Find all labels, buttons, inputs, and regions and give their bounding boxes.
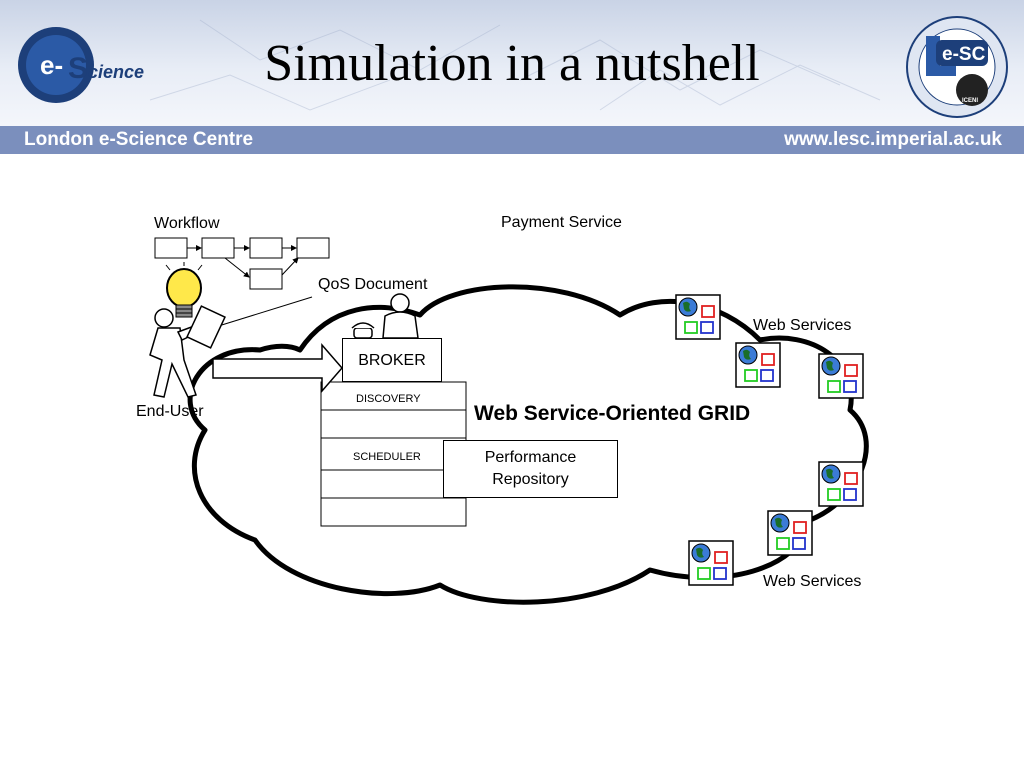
workflow-step (201, 237, 235, 259)
globe-land (826, 360, 834, 371)
performance-repository-box: Performance Repository (443, 440, 618, 498)
red-square (701, 305, 715, 318)
green-square (827, 488, 841, 501)
red-square (844, 364, 858, 377)
red-square (761, 353, 775, 366)
workflow-diagram (154, 237, 330, 290)
workflow-label: Workflow (154, 215, 220, 232)
web-service-icon[interactable] (688, 540, 734, 586)
broker-person-figure (382, 293, 419, 339)
web-service-graphic (675, 294, 721, 340)
globe-land (683, 301, 691, 312)
green-square (827, 380, 841, 393)
request-arrow (212, 342, 343, 394)
org-name: London e-Science Centre (24, 129, 254, 150)
blue-square (760, 369, 774, 382)
svg-text:S: S (68, 52, 88, 85)
green-square (776, 537, 790, 550)
web-service-icon[interactable] (818, 461, 864, 507)
globe-land (775, 517, 783, 528)
website-url[interactable]: www.lesc.imperial.ac.uk (784, 129, 1002, 150)
e-science-logo: e- S cience (18, 22, 146, 108)
red-square (714, 551, 728, 564)
globe-land (696, 547, 704, 558)
red-square (844, 472, 858, 485)
end-user-label: End-User (136, 403, 204, 420)
telephone-icon (351, 322, 375, 339)
web-service-graphic (688, 540, 734, 586)
header-band: London e-Science Centre www.lesc.imperia… (0, 126, 1024, 154)
workflow-step (249, 237, 283, 259)
web-service-icon[interactable] (818, 353, 864, 399)
slide-header: e- S cience Simulation in a nutshell e-S… (0, 0, 1024, 126)
web-service-icon[interactable] (767, 510, 813, 556)
svg-text:ICENI: ICENI (962, 98, 978, 104)
svg-text:e-: e- (40, 50, 63, 80)
broker-box: BROKER (342, 338, 442, 382)
green-square (684, 321, 698, 334)
web-service-graphic (818, 461, 864, 507)
grid-label: Web Service-Oriented GRID (474, 402, 751, 425)
workflow-step (249, 268, 283, 290)
payment-service-label: Payment Service (501, 214, 622, 231)
scheduler-label: SCHEDULER (353, 451, 421, 463)
web-service-graphic (818, 353, 864, 399)
end-user-figure (149, 305, 226, 398)
qos-document-label: QoS Document (318, 276, 428, 293)
green-square (697, 567, 711, 580)
globe-land (743, 349, 751, 360)
lesc-logo: e-SC ICENI (904, 14, 1010, 120)
blue-square (713, 567, 727, 580)
green-square (744, 369, 758, 382)
performance-repository-line2: Repository (492, 471, 569, 488)
blue-square (792, 537, 806, 550)
web-service-graphic (767, 510, 813, 556)
blue-square (843, 380, 857, 393)
svg-text:cience: cience (88, 62, 144, 82)
header-texture (149, 19, 881, 111)
web-services-label-bottom: Web Services (763, 573, 862, 590)
web-service-graphic (735, 342, 781, 388)
workflow-step (154, 237, 188, 259)
lightbulb-icon (165, 262, 203, 318)
performance-repository-line1: Performance (484, 449, 577, 466)
web-service-icon[interactable] (675, 294, 721, 340)
slide-title: Simulation in a nutshell (264, 35, 760, 92)
blue-square (700, 321, 714, 334)
blue-square (843, 488, 857, 501)
web-service-icon[interactable] (735, 342, 781, 388)
red-square (793, 521, 807, 534)
globe-land (826, 468, 834, 479)
workflow-step (296, 237, 330, 259)
web-services-label-top: Web Services (753, 317, 852, 334)
svg-text:e-SC: e-SC (942, 44, 986, 65)
discovery-label: DISCOVERY (356, 393, 421, 405)
